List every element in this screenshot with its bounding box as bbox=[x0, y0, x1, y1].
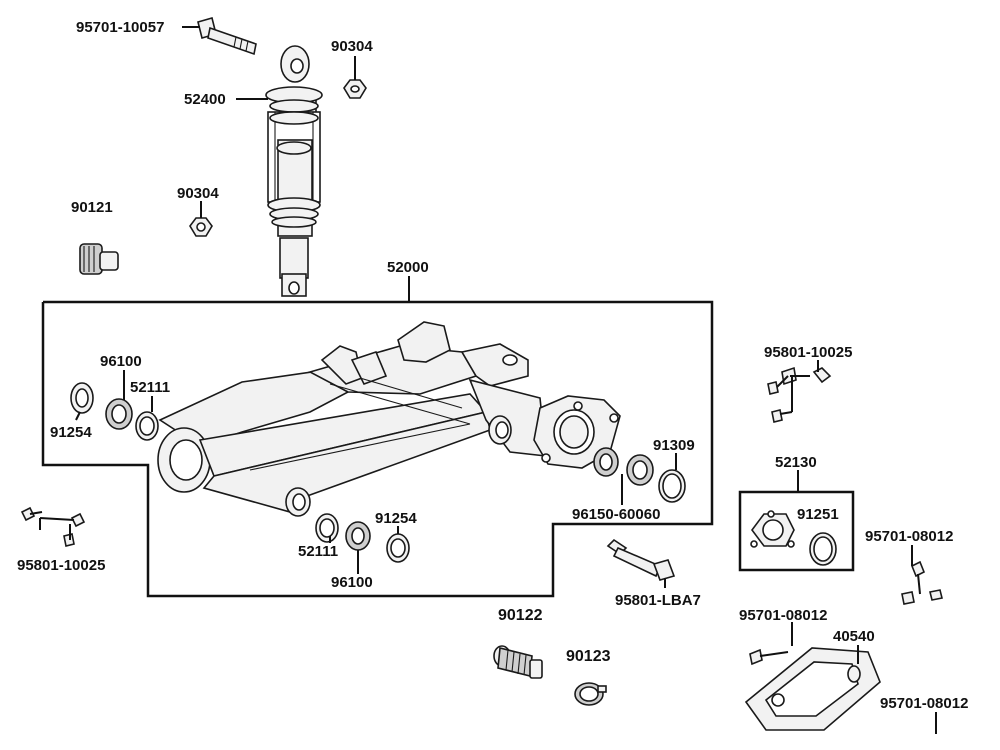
bushing-90121 bbox=[79, 243, 119, 275]
o-ring-91309 bbox=[658, 469, 686, 503]
leader-lines bbox=[39, 26, 937, 734]
label-52111-left: 52111 bbox=[130, 379, 170, 396]
label-52000: 52000 bbox=[387, 259, 429, 276]
label-52400: 52400 bbox=[184, 91, 226, 108]
label-90123: 90123 bbox=[566, 648, 611, 665]
o-ring-91251 bbox=[809, 532, 837, 566]
label-95701-10057: 95701-10057 bbox=[76, 19, 164, 36]
bearing-96150-60060 bbox=[593, 447, 654, 486]
plate-52130 bbox=[750, 510, 795, 548]
label-52130: 52130 bbox=[775, 454, 817, 471]
nut-90304-lower bbox=[189, 217, 213, 237]
bolts-95801-10025-lower bbox=[20, 506, 86, 547]
label-95801-10025-lower: 95801-10025 bbox=[17, 557, 105, 574]
cover-40540 bbox=[744, 647, 881, 731]
label-96100-bottom: 96100 bbox=[331, 574, 373, 591]
nut-90304-upper bbox=[343, 79, 367, 99]
plate-assembly-frame bbox=[738, 490, 855, 572]
label-91251: 91251 bbox=[797, 506, 839, 523]
oil-seal-91254-bottom bbox=[386, 533, 410, 563]
label-90122: 90122 bbox=[498, 607, 543, 624]
label-40540: 40540 bbox=[833, 628, 875, 645]
label-91309: 91309 bbox=[653, 437, 695, 454]
label-91254-left: 91254 bbox=[50, 424, 92, 441]
label-96100-left: 96100 bbox=[100, 353, 142, 370]
label-90304-lower: 90304 bbox=[177, 185, 219, 202]
swing-arm-body bbox=[157, 321, 547, 517]
collar-52111-left bbox=[135, 411, 159, 441]
bolt-95801-lba7 bbox=[606, 538, 676, 581]
label-90121: 90121 bbox=[71, 199, 113, 216]
clamp-90123 bbox=[574, 682, 607, 706]
bolts-95801-10025-upper bbox=[767, 366, 832, 423]
bearing-96100-left bbox=[105, 398, 133, 430]
label-95701-08012-bottom: 95701-08012 bbox=[880, 695, 968, 712]
label-96150-60060: 96150-60060 bbox=[572, 506, 660, 523]
label-52111-bottom: 52111 bbox=[298, 543, 338, 560]
collar-52111-bottom bbox=[315, 513, 339, 543]
oil-seal-91254-left bbox=[70, 382, 94, 414]
bolt-95701-10057 bbox=[197, 17, 257, 56]
label-95701-08012-right: 95701-08012 bbox=[865, 528, 953, 545]
swingarm-assembly-frame bbox=[41, 300, 714, 598]
rubber-boot-90122 bbox=[493, 645, 543, 679]
label-91254-bottom: 91254 bbox=[375, 510, 417, 527]
label-95801-lba7: 95801-LBA7 bbox=[615, 592, 701, 609]
label-90304-upper: 90304 bbox=[331, 38, 373, 55]
bearing-96100-bottom bbox=[345, 521, 371, 551]
label-95801-10025-upper: 95801-10025 bbox=[764, 344, 852, 361]
rear-shock-absorber bbox=[265, 45, 323, 297]
bolts-95701-08012-right bbox=[901, 560, 943, 605]
label-95701-08012-mid: 95701-08012 bbox=[739, 607, 827, 624]
